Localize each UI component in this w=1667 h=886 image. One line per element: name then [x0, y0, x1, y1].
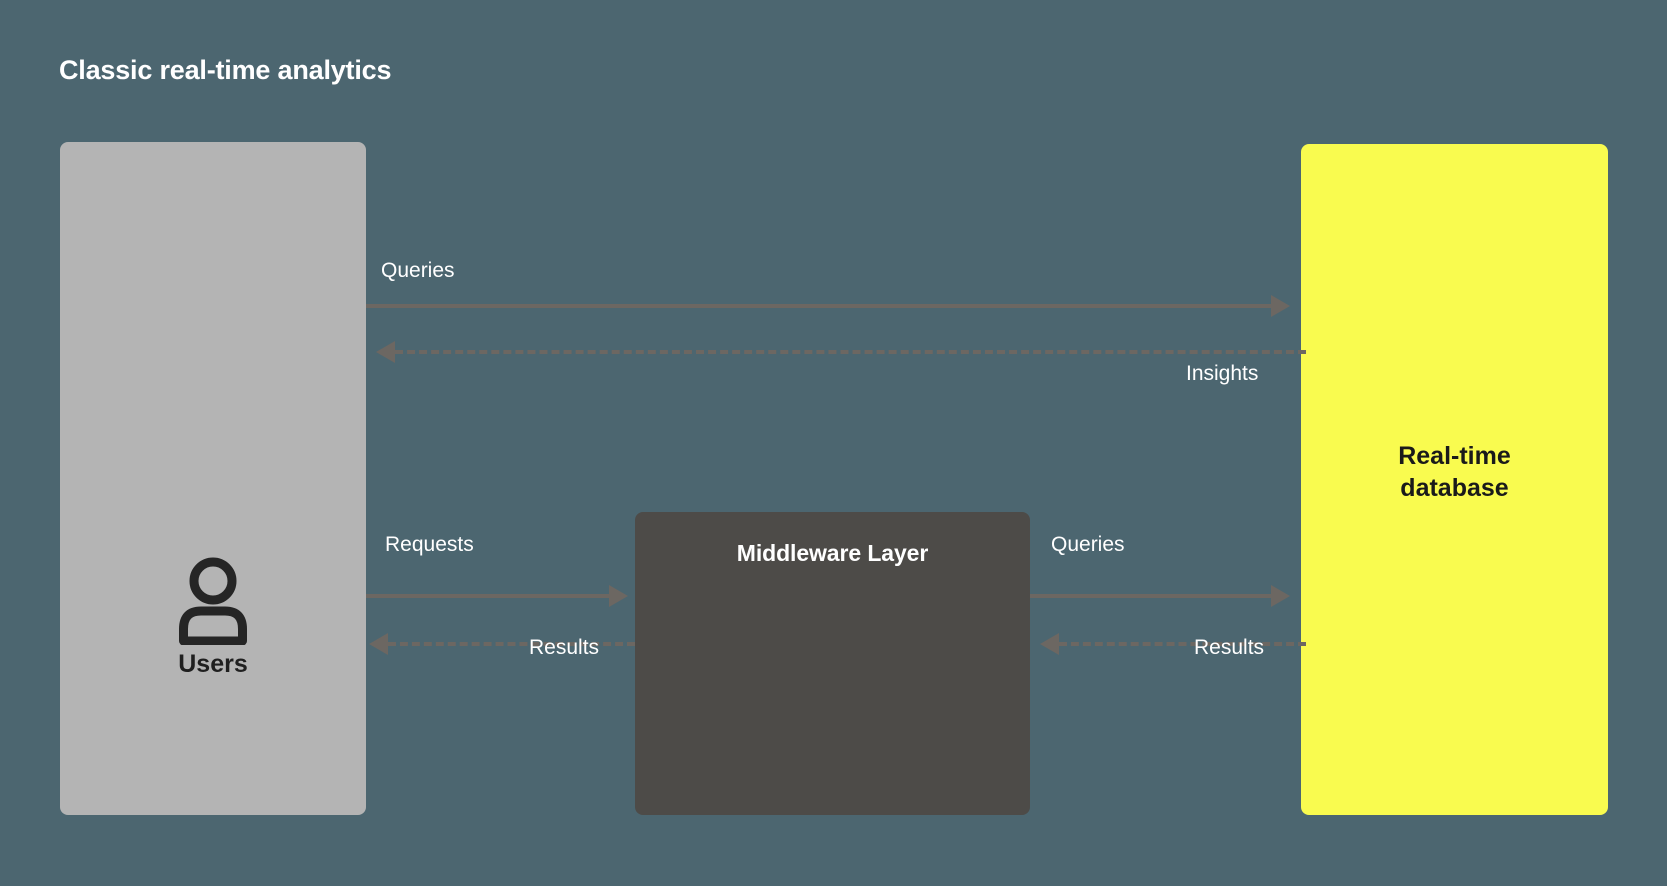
- page-title: Classic real-time analytics: [59, 55, 392, 85]
- edge-label-results-left: Results: [529, 636, 600, 659]
- arrowhead-right-icon: [609, 585, 628, 607]
- arrowhead-left-icon: [1040, 633, 1059, 655]
- node-database-label-line1: Real-time: [1398, 442, 1511, 470]
- edge-line: [366, 594, 609, 598]
- arrowhead-right-icon: [1271, 585, 1290, 607]
- edge-label-results-right: Results: [1194, 636, 1265, 659]
- edge-label-queries-mid: Queries: [1051, 533, 1125, 556]
- edge-line: [1030, 594, 1271, 598]
- arrowhead-right-icon: [1271, 295, 1290, 317]
- edge-line-dashed: [388, 642, 635, 646]
- arrowhead-left-icon: [376, 341, 395, 363]
- user-icon: [60, 557, 366, 646]
- node-database-label: Real-time database: [1301, 440, 1608, 504]
- edge-label-requests: Requests: [385, 533, 474, 556]
- node-users[interactable]: Users: [60, 142, 366, 815]
- edge-label-queries-top: Queries: [381, 259, 455, 282]
- node-database-label-line2: database: [1400, 474, 1509, 502]
- node-users-label: Users: [178, 650, 248, 678]
- edge-label-insights: Insights: [1186, 362, 1259, 385]
- edge-line-dashed: [395, 350, 1306, 354]
- edge-line-dashed: [1059, 642, 1306, 646]
- node-database[interactable]: Real-time database: [1301, 144, 1608, 815]
- node-middleware[interactable]: Middleware Layer: [635, 512, 1030, 815]
- edge-line: [366, 304, 1271, 308]
- node-middleware-label: Middleware Layer: [736, 540, 929, 566]
- arrowhead-left-icon: [369, 633, 388, 655]
